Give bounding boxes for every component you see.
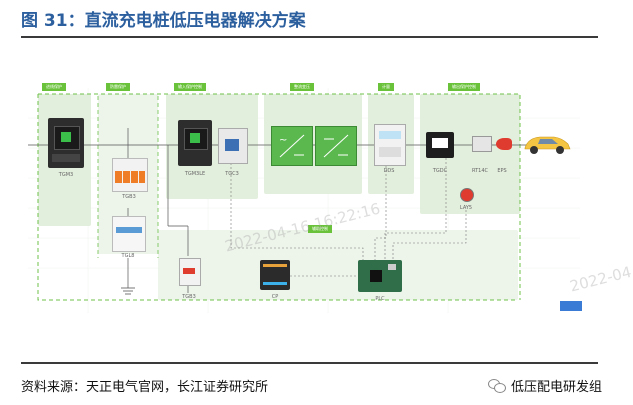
plc-board-label: PLC <box>375 296 385 302</box>
title-divider <box>21 36 598 38</box>
contactor-label: TGC3 <box>225 171 239 177</box>
cp-module-label: CP <box>271 294 279 300</box>
wechat-icon <box>487 378 506 393</box>
zone-label-incoming: 进线保护 <box>42 83 66 91</box>
zone-label-metering: 计量 <box>378 83 394 91</box>
figure-title: 图 31：直流充电桩低压电器解决方案 <box>21 11 306 31</box>
brand-name: 低压配电研发组 <box>510 380 602 395</box>
zone-label-output: 输出保护控制 <box>448 83 480 91</box>
zone-label-input: 输入保护控制 <box>174 83 206 91</box>
zone-label-surge: 防雷保护 <box>106 83 130 91</box>
converter-module-icon <box>315 126 357 166</box>
zone-bg <box>420 94 520 214</box>
cp-module-icon <box>260 260 290 290</box>
push-button-icon <box>496 138 512 150</box>
rectifier-module-icon: ~ <box>271 126 313 166</box>
push-button-label: EPS <box>497 168 507 174</box>
surge-protector-icon <box>112 158 148 192</box>
diagram-background <box>28 88 580 313</box>
contactor-icon <box>218 128 248 164</box>
dc-contactor-label: TGDC <box>432 168 448 174</box>
input-breaker-icon <box>178 120 212 166</box>
small-breaker-label: TGB3 <box>182 294 196 300</box>
main-breaker-icon <box>48 118 84 168</box>
source-note: 资料来源：天正电气官网，长江证券研究所 <box>21 380 269 395</box>
dc-contactor-icon <box>426 132 454 158</box>
surge-arrester-label: TGL8 <box>121 253 135 259</box>
fuse-label: RT14C <box>471 168 489 174</box>
page-marker <box>560 301 582 311</box>
electric-car-icon <box>524 136 571 154</box>
zone-bg <box>264 94 362 194</box>
bottom-divider <box>21 362 598 364</box>
diagram-area: 进线保护 防雷保护 输入保护控制 整流变压 计量 输出保护控制 辅助控制 TGM… <box>28 83 633 313</box>
emergency-stop-icon <box>460 188 474 202</box>
emergency-stop-label: LAY5 <box>459 205 473 211</box>
brand-watermark: 低压配电研发组 <box>487 376 602 395</box>
plc-board-icon <box>358 260 402 292</box>
zone-bg <box>158 230 518 300</box>
fuse-icon <box>472 136 492 152</box>
svg-text:~: ~ <box>279 135 287 146</box>
surge-protector-label: TGB3 <box>122 194 136 200</box>
small-breaker-icon <box>179 258 201 286</box>
surge-arrester-icon <box>112 216 146 252</box>
energy-meter-label: DDS <box>383 168 395 174</box>
zone-label-rectify: 整流变压 <box>290 83 314 91</box>
zone-label-aux: 辅助控制 <box>308 225 332 233</box>
input-breaker-label: TGM3LE <box>184 171 206 177</box>
main-breaker-label: TGM3 <box>58 172 74 178</box>
energy-meter-icon <box>374 124 406 166</box>
